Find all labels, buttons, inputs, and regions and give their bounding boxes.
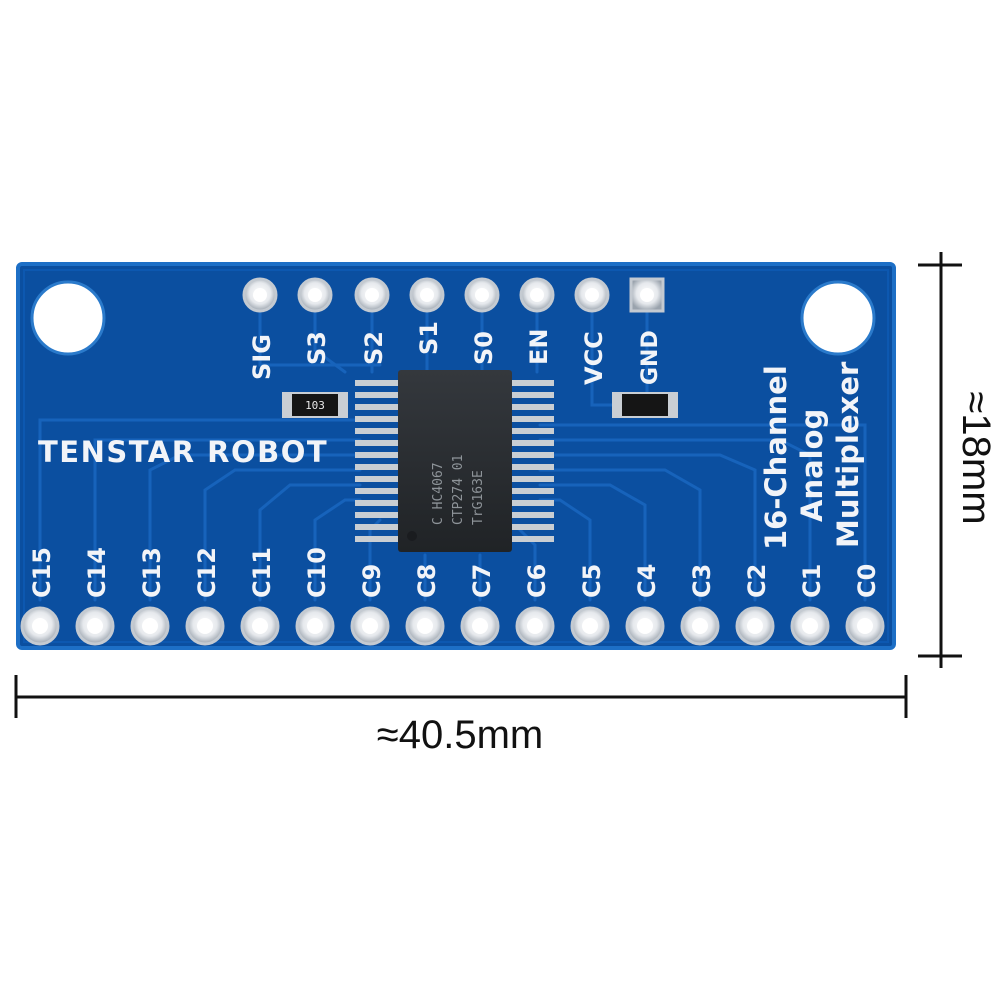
pad-s0-hole xyxy=(475,288,489,302)
chip-body xyxy=(398,370,512,552)
pad-c1-hole xyxy=(802,618,818,634)
label-c4: C4 xyxy=(633,564,661,598)
mounting-hole-right xyxy=(800,280,876,356)
chip-pin1-dot xyxy=(407,531,417,541)
title-line-3: Multiplexer xyxy=(831,361,865,548)
pad-gnd-hole xyxy=(640,288,654,302)
pad-s3-hole xyxy=(308,288,322,302)
height-label: ≈18mm xyxy=(954,391,998,524)
pcb-inner-sheen xyxy=(23,269,889,643)
label-c8: C8 xyxy=(413,564,441,598)
resistor-marking: 103 xyxy=(305,399,325,412)
pad-c5-hole xyxy=(582,618,598,634)
label-c0: C0 xyxy=(853,564,881,598)
chip-pins-left xyxy=(355,380,399,542)
pad-c4-hole xyxy=(637,618,653,634)
pad-sig-hole xyxy=(253,288,267,302)
ic-chip: C HC4067 CTP274 01 TrG163E xyxy=(355,370,554,552)
label-s3: S3 xyxy=(303,331,331,365)
top-header xyxy=(242,277,665,313)
label-c7: C7 xyxy=(468,564,496,598)
label-c6: C6 xyxy=(523,564,551,598)
pcb-board: SIG S3 S2 S1 S0 EN VCC GND 103 xyxy=(16,262,896,650)
pad-c12-hole xyxy=(197,618,213,634)
label-c2: C2 xyxy=(743,564,771,598)
width-label: ≈40.5mm xyxy=(377,713,543,757)
label-c3: C3 xyxy=(688,564,716,598)
pad-c8-hole xyxy=(417,618,433,634)
title-line-2: Analog xyxy=(795,409,829,522)
smd-resistor-left: 103 xyxy=(282,392,348,418)
label-c13: C13 xyxy=(138,547,166,598)
chip-marking-2: CTP274 01 xyxy=(451,455,466,525)
brand-text: TENSTAR ROBOT xyxy=(38,435,328,469)
pad-c9-hole xyxy=(362,618,378,634)
pad-c13-hole xyxy=(142,618,158,634)
label-c12: C12 xyxy=(193,547,221,598)
top-pin-labels: SIG S3 S2 S1 S0 EN VCC GND xyxy=(248,321,663,385)
label-s2: S2 xyxy=(360,331,388,365)
label-c9: C9 xyxy=(358,564,386,598)
mounting-hole-left xyxy=(30,280,106,356)
title-line-1: 16-Channel xyxy=(759,365,793,550)
height-dimension xyxy=(918,252,962,668)
pad-s1-hole xyxy=(420,288,434,302)
label-vcc: VCC xyxy=(580,331,608,385)
label-c5: C5 xyxy=(578,564,606,598)
pad-c15-hole xyxy=(32,618,48,634)
board-title: 16-Channel Analog Multiplexer xyxy=(759,361,865,550)
label-s1: S1 xyxy=(415,321,443,355)
chip-pins-right xyxy=(510,380,554,542)
label-sig: SIG xyxy=(248,334,276,380)
chip-marking-3: TrG163E xyxy=(471,470,486,525)
pad-c0-hole xyxy=(857,618,873,634)
pad-c10-hole xyxy=(307,618,323,634)
chip-marking-1: C HC4067 xyxy=(431,462,446,525)
pad-c6-hole xyxy=(527,618,543,634)
label-c15: C15 xyxy=(28,547,56,598)
pad-vcc-hole xyxy=(585,288,599,302)
pad-en-hole xyxy=(530,288,544,302)
label-c1: C1 xyxy=(798,564,826,598)
pad-s2-hole xyxy=(365,288,379,302)
pad-c14-hole xyxy=(87,618,103,634)
smd-resistor-right xyxy=(612,392,678,418)
pad-c3-hole xyxy=(692,618,708,634)
label-gnd: GND xyxy=(638,330,663,385)
label-c10: C10 xyxy=(303,547,331,598)
pad-c2-hole xyxy=(747,618,763,634)
bottom-header xyxy=(20,606,885,646)
label-en: EN xyxy=(525,329,553,365)
pad-gnd[interactable] xyxy=(629,277,665,313)
pad-c7-hole xyxy=(472,618,488,634)
pcb-traces xyxy=(38,293,867,602)
pad-c11-hole xyxy=(252,618,268,634)
label-c14: C14 xyxy=(83,547,111,598)
width-dimension xyxy=(14,675,908,718)
label-c11: C11 xyxy=(248,547,276,598)
bottom-pin-labels: C15 C14 C13 C12 C11 C10 C9 C8 C7 C6 C5 C… xyxy=(28,547,881,598)
label-s0: S0 xyxy=(470,331,498,365)
